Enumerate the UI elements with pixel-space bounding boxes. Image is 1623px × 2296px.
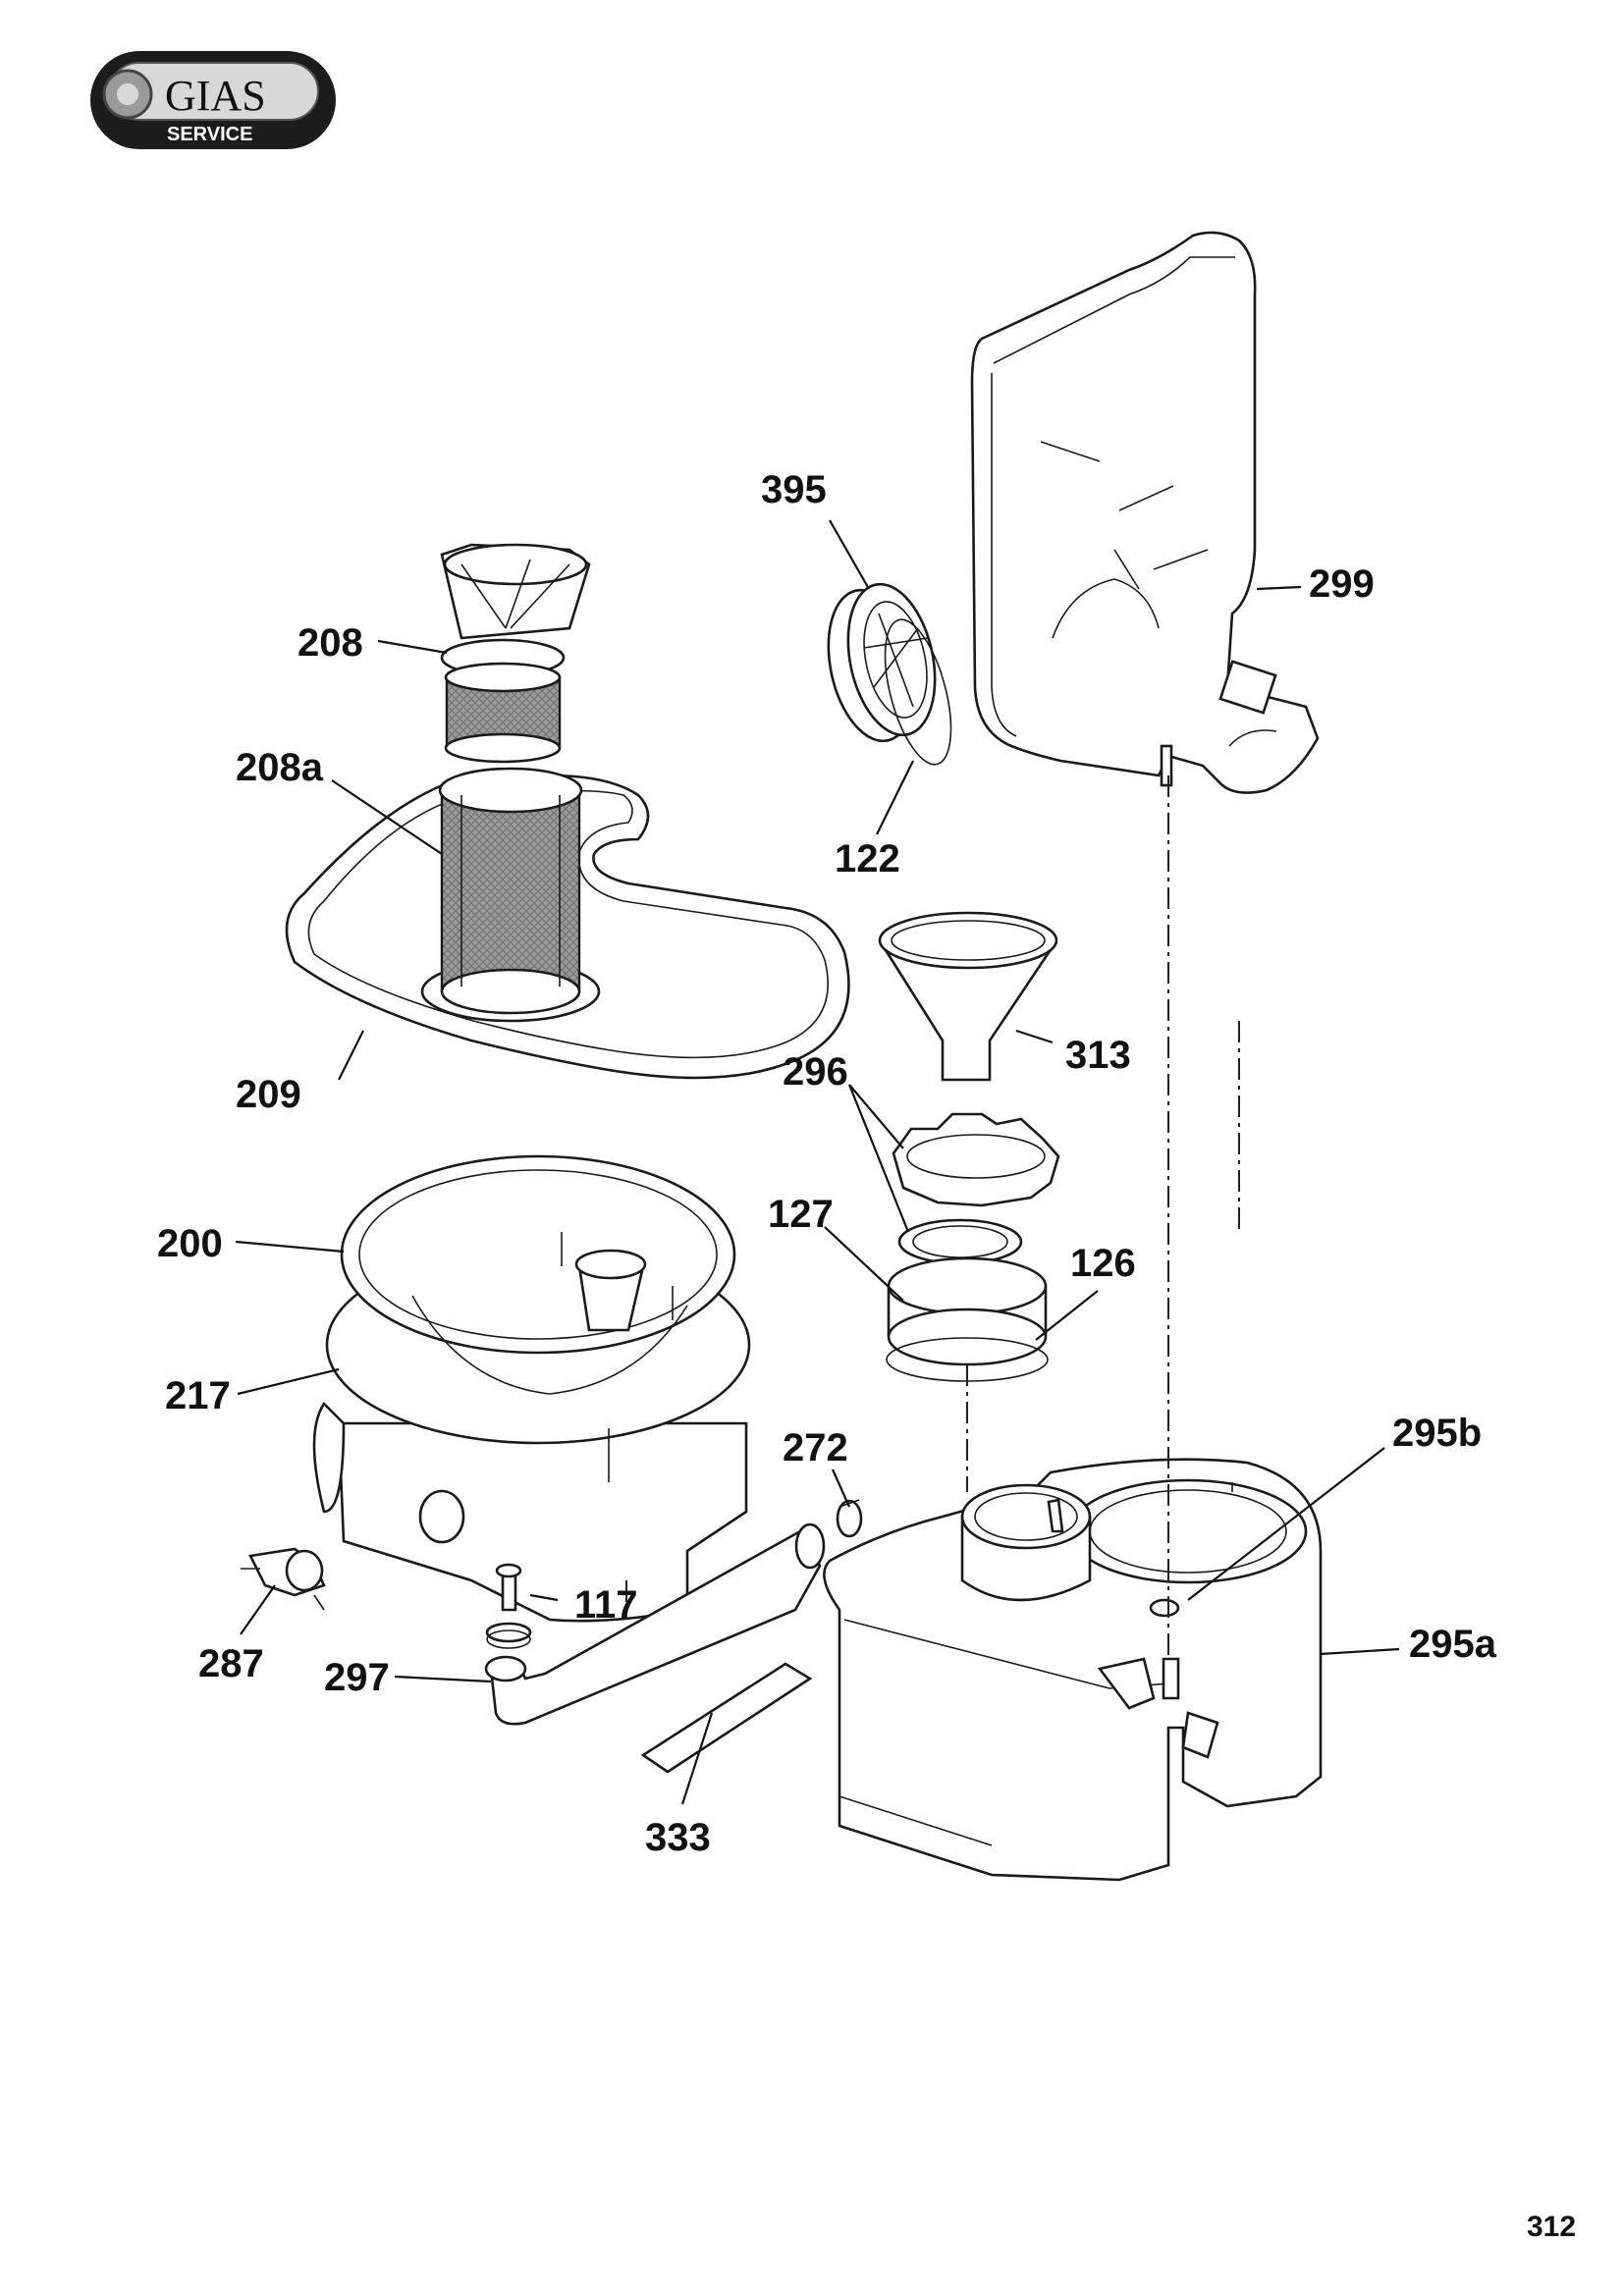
callout-217: 217 — [165, 1374, 231, 1417]
callout-208: 208 — [298, 621, 363, 665]
part-287-sensor — [241, 1547, 326, 1611]
callout-126: 126 — [1070, 1242, 1136, 1285]
part-333-bracket — [640, 1662, 813, 1774]
part-126-ring — [886, 1256, 1049, 1382]
part-200-217-sump — [312, 1154, 751, 1623]
logo-sub: SERVICE — [167, 124, 252, 145]
page-number: 312 — [1527, 2211, 1576, 2243]
callout-295a: 295a — [1409, 1623, 1497, 1666]
callout-117: 117 — [574, 1583, 638, 1627]
callout-297: 297 — [324, 1656, 390, 1699]
part-299-reservoir — [970, 231, 1320, 794]
callout-313: 313 — [1065, 1034, 1131, 1077]
callout-209: 209 — [236, 1073, 301, 1116]
callout-395: 395 — [761, 468, 827, 511]
callout-295b: 295b — [1392, 1412, 1482, 1455]
callout-287: 287 — [198, 1642, 264, 1685]
leader-lines — [235, 519, 1400, 1805]
part-297-hose — [484, 1522, 826, 1726]
part-313-funnel — [878, 911, 1058, 1082]
part-395-cap — [827, 582, 937, 743]
assembly-guide-lines — [625, 775, 1240, 1659]
gias-service-logo: GIAS SERVICE — [90, 51, 336, 149]
callout-200: 200 — [157, 1222, 223, 1265]
callout-122: 122 — [835, 837, 900, 881]
callout-208a: 208a — [236, 746, 324, 789]
callout-272: 272 — [783, 1426, 848, 1469]
part-295a-container — [823, 1458, 1323, 1882]
part-122-oring — [884, 618, 952, 766]
callout-296: 296 — [783, 1050, 848, 1094]
part-272-clamp — [836, 1499, 863, 1538]
part-callouts: 395 299 208 208a 122 313 296 209 127 126… — [157, 468, 1497, 1859]
callout-127: 127 — [768, 1193, 834, 1236]
callout-333: 333 — [645, 1816, 711, 1859]
callout-299: 299 — [1309, 562, 1375, 606]
part-117-screw — [485, 1563, 532, 1649]
part-127-ring — [897, 1218, 1023, 1265]
part-208a-mesh-filter — [420, 767, 601, 1023]
logo-brand: GIAS — [165, 72, 266, 120]
part-296-knob — [892, 1112, 1060, 1207]
part-208-filter — [440, 543, 591, 764]
